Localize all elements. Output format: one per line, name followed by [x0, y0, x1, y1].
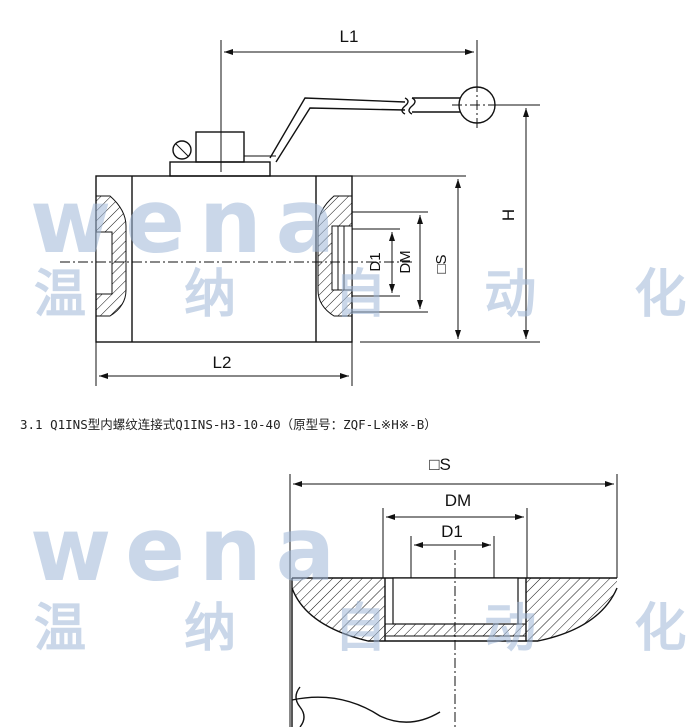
watermark: wena 温 纳 自 动 化 wena 温 纳 自 动 化: [30, 170, 700, 659]
detail-s-label: □S: [429, 455, 451, 474]
dm-label: DM: [397, 250, 414, 273]
detail-d1-label: D1: [441, 522, 463, 541]
detail-dm-label: DM: [445, 491, 471, 510]
valve-handle: [269, 82, 502, 163]
top-view: L1 H: [60, 27, 540, 386]
l1-label: L1: [340, 27, 359, 46]
detail-view: □S DM D1: [289, 455, 618, 727]
valve-body: [60, 175, 412, 343]
d1-label: D1: [367, 252, 384, 271]
figure-caption: 3.1 Q1INS型内螺纹连接式Q1INS-H3-10-40（原型号：ZQF-L…: [20, 417, 437, 432]
l2-label: L2: [213, 353, 232, 372]
watermark-text-bottom: 温 纳 自 动 化: [34, 599, 700, 659]
port-dimensions: D1 DM □S: [352, 175, 466, 339]
s-label: □S: [433, 254, 450, 273]
watermark-logo-bottom: wena: [30, 498, 349, 601]
h-label: H: [499, 209, 518, 221]
watermark-logo-top: wena: [30, 170, 349, 273]
watermark-text-top: 温 纳 自 动 化: [34, 265, 700, 325]
